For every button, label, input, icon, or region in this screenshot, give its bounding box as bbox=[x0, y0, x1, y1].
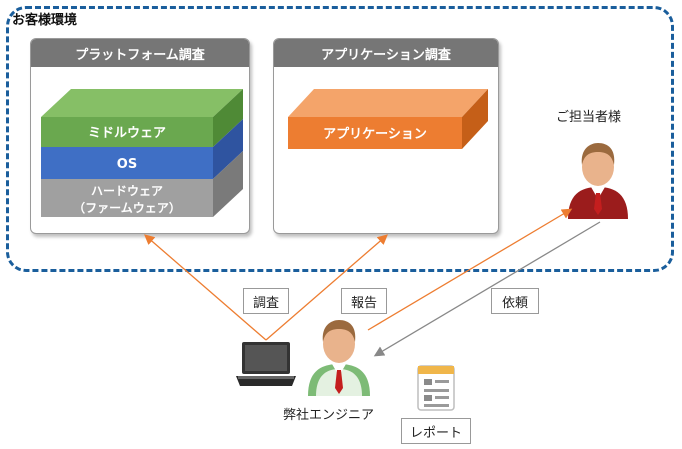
report-document-label: レポート bbox=[401, 418, 471, 444]
hardware-label: ハードウェア bbox=[91, 184, 163, 198]
middleware-side-face bbox=[213, 89, 243, 147]
customer-person-icon bbox=[568, 143, 628, 219]
laptop-icon bbox=[236, 342, 296, 386]
middleware-label: ミドルウェア bbox=[88, 126, 166, 141]
application-top-face bbox=[288, 89, 488, 117]
platform-investigation-panel: プラットフォーム調査 ミドルウェア OS ハードウェア （ファームウェア） bbox=[30, 38, 250, 234]
engineer-person-icon bbox=[308, 320, 370, 396]
request-arrow bbox=[373, 221, 601, 357]
middleware-front-face bbox=[41, 117, 213, 147]
platform-stack-diagram: ミドルウェア OS ハードウェア （ファームウェア） bbox=[41, 89, 243, 217]
report-arrow bbox=[367, 208, 573, 331]
application-investigation-panel: アプリケーション調査 アプリケーション bbox=[273, 38, 499, 234]
report-document-icon bbox=[417, 365, 455, 411]
platform-panel-title: プラットフォーム調査 bbox=[31, 39, 249, 67]
engineer-label: 弊社エンジニア bbox=[283, 408, 375, 423]
application-block-diagram: アプリケーション bbox=[288, 89, 488, 149]
application-front-face bbox=[288, 117, 462, 149]
hardware-front-face bbox=[41, 179, 213, 217]
application-side-face bbox=[462, 89, 488, 149]
os-front-face bbox=[41, 147, 213, 179]
os-label: OS bbox=[117, 157, 137, 172]
application-panel-title: アプリケーション調査 bbox=[274, 39, 498, 67]
investigate-arrow-platform bbox=[144, 234, 267, 341]
application-block-label: アプリケーション bbox=[323, 127, 427, 142]
report-label: 報告 bbox=[341, 288, 387, 314]
customer-label: ご担当者様 bbox=[556, 110, 622, 125]
middleware-top-face bbox=[41, 89, 243, 117]
investigate-label: 調査 bbox=[243, 288, 289, 314]
customer-environment-boundary bbox=[6, 6, 674, 272]
os-side-face bbox=[213, 119, 243, 179]
request-label: 依頼 bbox=[491, 288, 539, 314]
environment-title: お客様環境 bbox=[12, 13, 78, 28]
hardware-side-face bbox=[213, 151, 243, 217]
investigate-arrow-application bbox=[265, 234, 388, 341]
firmware-label: （ファームウェア） bbox=[73, 200, 181, 215]
